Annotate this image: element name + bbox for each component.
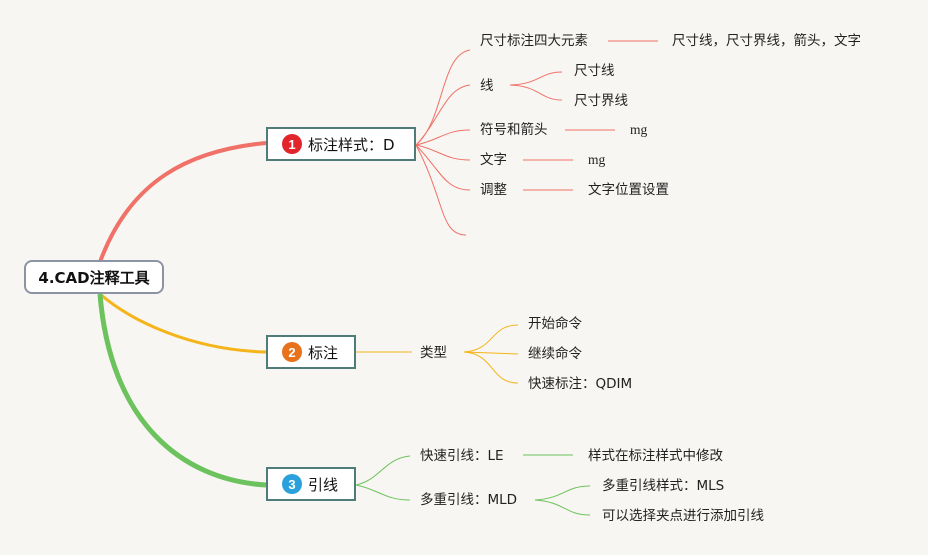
b1-fan-adjust [415,144,471,191]
subtopic-arrows-detail[interactable]: mg [630,122,648,137]
subtopic-multi-leader-child[interactable]: 多重引线样式：MLS [602,478,725,494]
b1-fan-empty [415,144,467,236]
b3-multi-child2 [534,499,591,516]
subtopic-adjust-detail[interactable]: 文字位置设置 [588,182,669,198]
b1-fan-line [415,84,471,146]
subtopic-type-child[interactable]: 继续命令 [528,346,582,362]
subtopic-type-child[interactable]: 快速标注：QDIM [528,376,633,392]
subtopic-line[interactable]: 线 [480,78,494,94]
topic-dimension[interactable]: 2 标注 [266,335,356,369]
subtopic-arrows[interactable]: 符号和箭头 [480,122,548,138]
topic-label: 标注样式：D [308,135,395,154]
subtopic-multi-leader-child[interactable]: 可以选择夹点进行添加引线 [602,508,764,524]
subtopic-type[interactable]: 类型 [420,345,447,361]
subtopic-line-child[interactable]: 尺寸线 [574,63,615,79]
b3-multi-child1 [534,485,591,501]
branch3-main-connector [97,293,267,488]
subtopic-text[interactable]: 文字 [480,152,507,168]
number-badge: 2 [282,342,302,362]
subtopic-elements[interactable]: 尺寸标注四大元素 [480,33,588,49]
subtopic-multi-leader[interactable]: 多重引线：MLD [420,492,518,508]
number-badge: 3 [282,474,302,494]
subtopic-elements-detail[interactable]: 尺寸线，尺寸界线，箭头，文字 [672,33,861,49]
b1-fan-text [415,144,471,161]
b2-type-child3 [463,351,519,384]
b1-line-child1 [509,71,563,86]
subtopic-adjust[interactable]: 调整 [480,182,507,198]
root-topic[interactable]: 4.CAD注释工具 [24,260,164,294]
b2-type-child1 [463,324,519,353]
b1-fan-arrows [415,129,471,146]
topic-leader[interactable]: 3 引线 [266,467,356,501]
b1-line-child2 [509,84,563,101]
topic-label: 引线 [308,475,339,494]
subtopic-type-child[interactable]: 开始命令 [528,316,582,332]
topic-label: 标注 [308,343,339,362]
subtopic-text-detail[interactable]: mg [588,152,606,167]
subtopic-quick-leader-detail[interactable]: 样式在标注样式中修改 [588,448,723,464]
b3-fan-multi [355,484,411,501]
subtopic-line-child[interactable]: 尺寸界线 [574,93,628,109]
topic-dimension-style[interactable]: 1 标注样式：D [266,127,416,161]
b2-type-child2 [463,351,519,355]
number-badge: 1 [282,134,302,154]
branch2-main-connector [99,292,267,354]
root-topic-label: 4.CAD注释工具 [38,268,150,287]
branch1-main-connector [98,141,267,263]
subtopic-quick-leader[interactable]: 快速引线：LE [420,448,504,464]
b3-fan-quick [355,455,411,486]
